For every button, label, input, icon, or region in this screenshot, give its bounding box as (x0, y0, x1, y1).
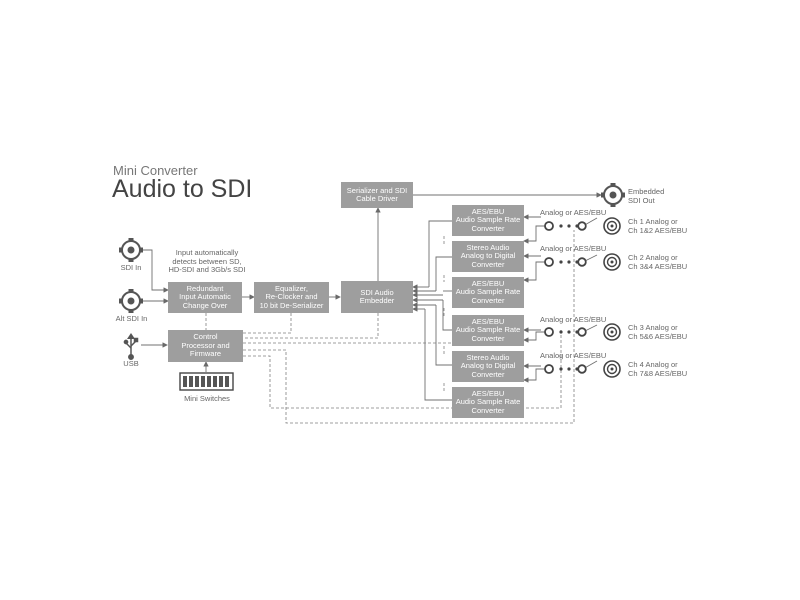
analog-or-aes-label-3: Analog or AES/EBU (540, 315, 607, 324)
ch2-connector-icon (544, 253, 621, 271)
usb-label: USB (123, 359, 139, 368)
analog-or-aes-label-2: Analog or AES/EBU (540, 244, 607, 253)
sdi-in-icon (119, 238, 143, 262)
usb-icon (123, 333, 139, 360)
control-processor-block: Control Processor and Firmware (168, 330, 243, 362)
ch2-label: Ch 2 Analog or Ch 3&4 AES/EBU (628, 253, 688, 271)
alt-sdi-in-icon (119, 289, 143, 313)
analog-or-aes-label-1: Analog or AES/EBU (540, 208, 607, 217)
input-detection-note: Input automatically detects between SD, … (168, 248, 246, 274)
ch3-line (523, 331, 546, 343)
ch2-line (523, 261, 546, 283)
audio-embedder-block: SDI Audio Embedder (341, 281, 413, 313)
conv1-bus-line (428, 220, 452, 287)
sdi-in-line (140, 249, 169, 293)
converter-block-1: AES/EBU Audio Sample Rate Converter (452, 205, 524, 236)
embedded-out-icon (601, 183, 625, 207)
mini-switches-label: Mini Switches (184, 394, 230, 403)
redundant-input-block: Redundant Input Automatic Change Over (168, 282, 242, 313)
converter-block-2: Stereo Audio Analog to Digital Converter (452, 241, 524, 272)
converter-block-3: AES/EBU Audio Sample Rate Converter (452, 277, 524, 308)
ch4-connector-icon (544, 360, 621, 378)
ch1-connector-icon (544, 217, 621, 235)
mini-switches-icon (179, 372, 234, 391)
alt-sdi-in-label: Alt SDI In (115, 314, 148, 323)
ch4-label: Ch 4 Analog or Ch 7&8 AES/EBU (628, 360, 688, 378)
serializer-block: Serializer and SDI Cable Driver (341, 182, 413, 208)
ch4-line (523, 368, 546, 383)
ch1-line (523, 225, 546, 244)
equalizer-block: Equalizer, Re-Clocker and 10 bit De-Seri… (254, 282, 329, 313)
ch3-label: Ch 3 Analog or Ch 5&6 AES/EBU (628, 323, 688, 341)
diagram-title: Audio to SDI (112, 175, 253, 203)
sdi-in-label: SDI In (120, 263, 142, 272)
converter-block-5: Stereo Audio Analog to Digital Converter (452, 351, 524, 382)
conv5-bus-line (435, 305, 452, 366)
conv6-bus-line (424, 309, 452, 401)
conv2-bus-line (435, 256, 452, 291)
ch1-label: Ch 1 Analog or Ch 1&2 AES/EBU (628, 217, 688, 235)
conv4-bus-line (442, 300, 452, 331)
diagram-subtitle: Mini Converter (113, 163, 198, 178)
embedded-out-label: Embedded SDI Out (628, 187, 665, 205)
converter-block-4: AES/EBU Audio Sample Rate Converter (452, 315, 524, 346)
converter-block-6: AES/EBU Audio Sample Rate Converter (452, 387, 524, 418)
analog-or-aes-label-4: Analog or AES/EBU (540, 351, 607, 360)
ch3-connector-icon (544, 323, 621, 341)
